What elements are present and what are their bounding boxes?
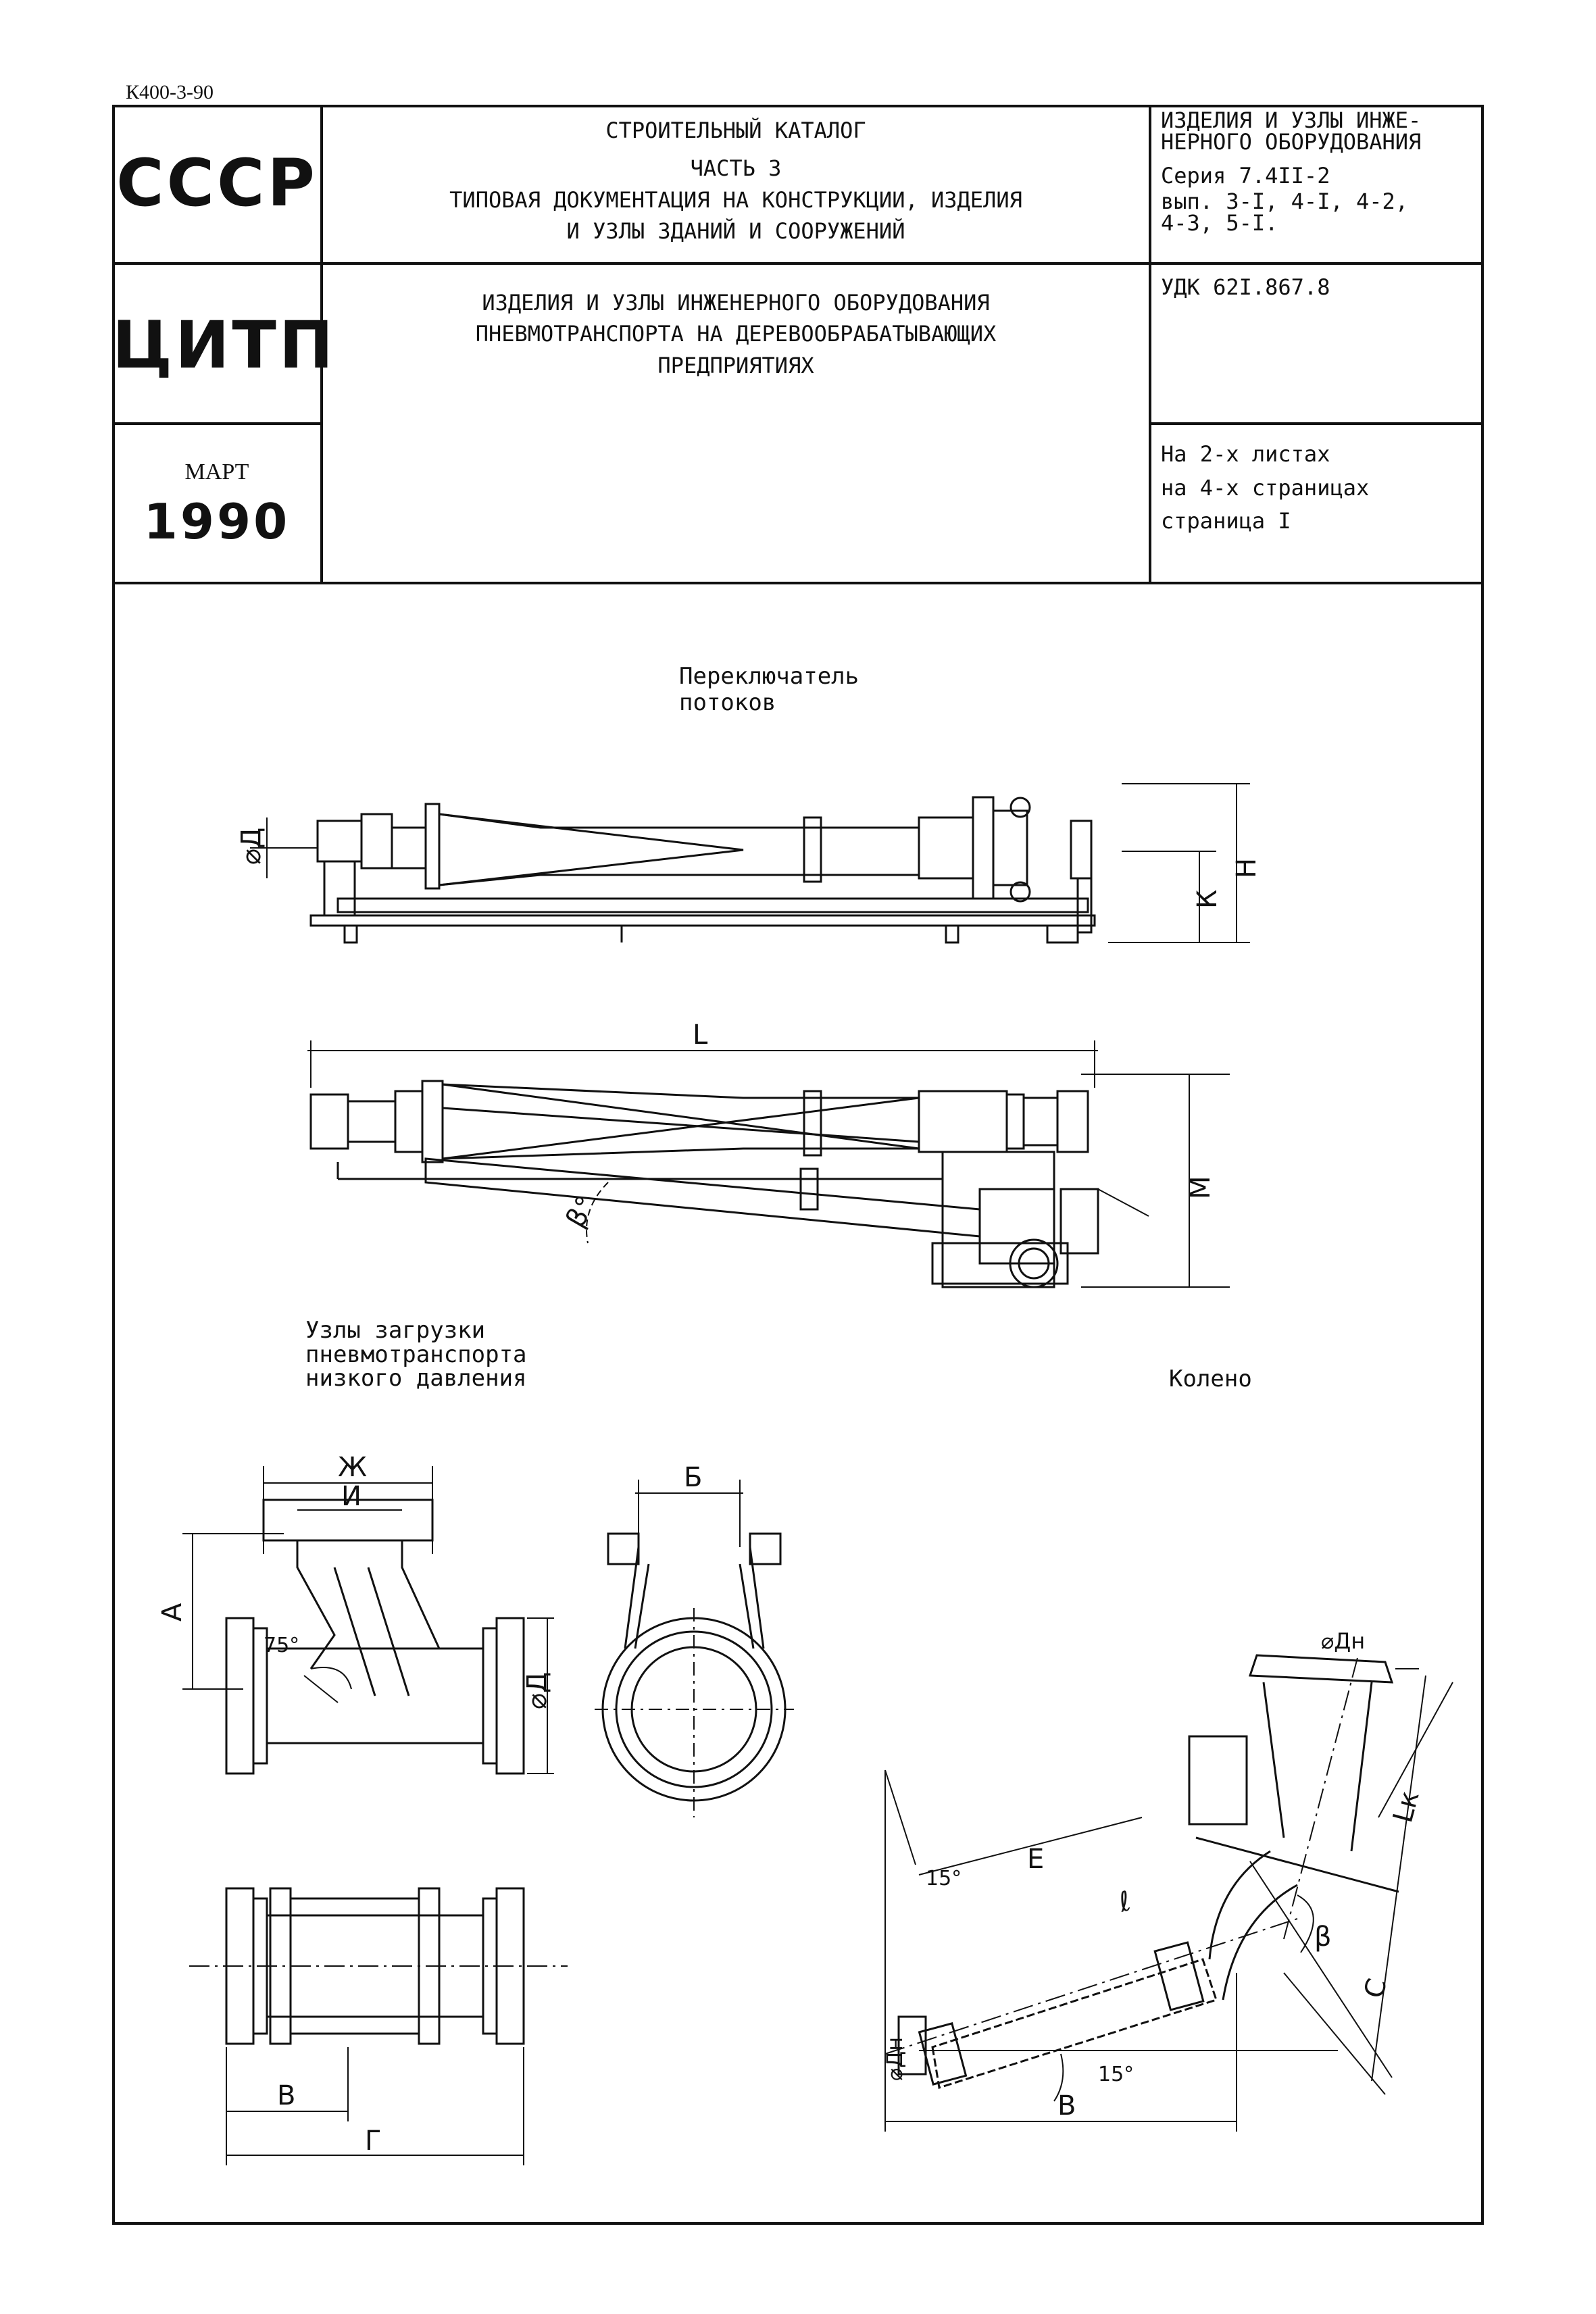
pages-line-1: На 2-х листах — [1161, 441, 1330, 467]
dim-s: С — [1358, 1976, 1393, 2002]
loading-title-line-2: пневмотранспорта — [305, 1340, 527, 1368]
catalog-header: СТРОИТЕЛЬНЫЙ КАТАЛОГ ЧАСТЬ 3 ТИПОВАЯ ДОК… — [323, 115, 1149, 247]
series-line-2: НЕРНОГО ОБОРУДОВАНИЯ — [1161, 129, 1422, 155]
elbow-view — [884, 1654, 1399, 2089]
loading-front-view — [225, 1466, 525, 1775]
dim-m: М — [1185, 1176, 1216, 1199]
stamp-year: 1990 — [143, 493, 291, 550]
dim-zh: Ж — [338, 1452, 367, 1483]
pages-line-2: на 4-х страницах — [1161, 474, 1370, 501]
drawing-frame — [112, 582, 1484, 2225]
switch-title: Переключатель потоков — [679, 663, 859, 716]
series-line-1: ИЗДЕЛИЯ И УЗЛЫ ИНЖЕ- — [1161, 107, 1422, 133]
loading-plan-view — [189, 1887, 568, 2165]
right-divider-1 — [1150, 262, 1484, 265]
title-line-3: ПРЕДПРИЯТИЯХ — [657, 352, 814, 378]
pages-line-3: страница I — [1161, 508, 1291, 534]
dim-g: Г — [365, 2126, 381, 2157]
dim-k: К — [1192, 890, 1223, 909]
stamp-divider-1 — [112, 262, 322, 265]
pages-info: На 2-х листах на 4-х страницах страница … — [1161, 438, 1369, 538]
series-line-3: Серия 7.4II-2 — [1161, 163, 1330, 188]
switch-title-line-2: потоков — [679, 689, 776, 717]
series-line-5: 4-3, 5-I. — [1161, 209, 1278, 236]
switch-side-view — [309, 796, 1096, 944]
dim-phi-dn-side: ⌀Дн — [882, 2037, 907, 2081]
dim-v-plan: В — [277, 2080, 295, 2111]
catalog-code: К400-3-90 — [126, 81, 214, 103]
dim-e: Е — [1027, 1844, 1044, 1875]
loading-title-line-1: Узлы загрузки — [305, 1317, 486, 1344]
dim-l-elbow: ℓ — [1115, 1886, 1134, 1919]
dim-lk: Lк — [1387, 1788, 1425, 1826]
dim-beta-elbow: β — [1314, 1921, 1332, 1953]
right-divider-2 — [1150, 422, 1484, 425]
dim-phi-dn-top: ⌀Дн — [1321, 1628, 1365, 1654]
title-block-divider-right — [1149, 105, 1151, 584]
udk-code: УДК 62I.867.8 — [1161, 274, 1330, 300]
dim-v-elbow: В — [1057, 2090, 1076, 2121]
switch-title-line-1: Переключатель — [679, 663, 859, 690]
stamp-month: МАРТ — [184, 459, 249, 484]
dim-b-cyr: Б — [684, 1462, 702, 1493]
title-block-divider-left — [320, 105, 323, 584]
elbow-title: Колено — [1169, 1365, 1252, 1392]
dim-beta-switch: β° — [560, 1191, 603, 1233]
center-divider — [322, 262, 1150, 265]
dim-15deg-top: 15° — [926, 1867, 962, 1890]
document-title: ИЗДЕЛИЯ И УЗЛЫ ИНЖЕНЕРНОГО ОБОРУДОВАНИЯ … — [323, 287, 1149, 381]
dim-phi-d-switch: ⌀Д — [236, 828, 267, 865]
dim-i: И — [341, 1481, 361, 1512]
title-line-2: ПНЕВМОТРАНСПОРТА НА ДЕРЕВООБРАБАТЫВАЮЩИХ — [475, 321, 997, 347]
org-citp: ЦИТП — [112, 307, 336, 383]
header-line-1: СТРОИТЕЛЬНЫЙ КАТАЛОГ — [605, 118, 866, 143]
org-ussr: СССР — [116, 145, 318, 221]
loading-side-view — [595, 1480, 794, 1817]
loading-title-line-3: низкого давления — [305, 1365, 527, 1392]
stamp-divider-2 — [112, 422, 322, 425]
header-line-2: ЧАСТЬ 3 — [690, 155, 782, 182]
dim-15deg-bottom: 15° — [1098, 2063, 1134, 2086]
series-line-4: вып. 3-I, 4-I, 4-2, — [1161, 188, 1409, 214]
header-line-3: ТИПОВАЯ ДОКУМЕНТАЦИЯ НА КОНСТРУКЦИИ, ИЗД… — [449, 186, 1022, 213]
dim-l-switch: L — [693, 1020, 708, 1051]
dim-75deg: 75° — [264, 1634, 299, 1657]
title-line-1: ИЗДЕЛИЯ И УЗЛЫ ИНЖЕНЕРНОГО ОБОРУДОВАНИЯ — [482, 290, 990, 316]
loading-title: Узлы загрузки пневмотранспорта низкого д… — [305, 1317, 527, 1392]
dim-phi-d-loading: ⌀Д — [522, 1672, 553, 1709]
dim-a: А — [157, 1603, 188, 1621]
dim-h: Н — [1231, 858, 1262, 878]
switch-plan-view — [307, 1040, 1099, 1288]
series-info: ИЗДЕЛИЯ И УЗЛЫ ИНЖЕ- НЕРНОГО ОБОРУДОВАНИ… — [1161, 109, 1478, 234]
header-line-4: И УЗЛЫ ЗДАНИЙ И СООРУЖЕНИЙ — [566, 218, 905, 245]
